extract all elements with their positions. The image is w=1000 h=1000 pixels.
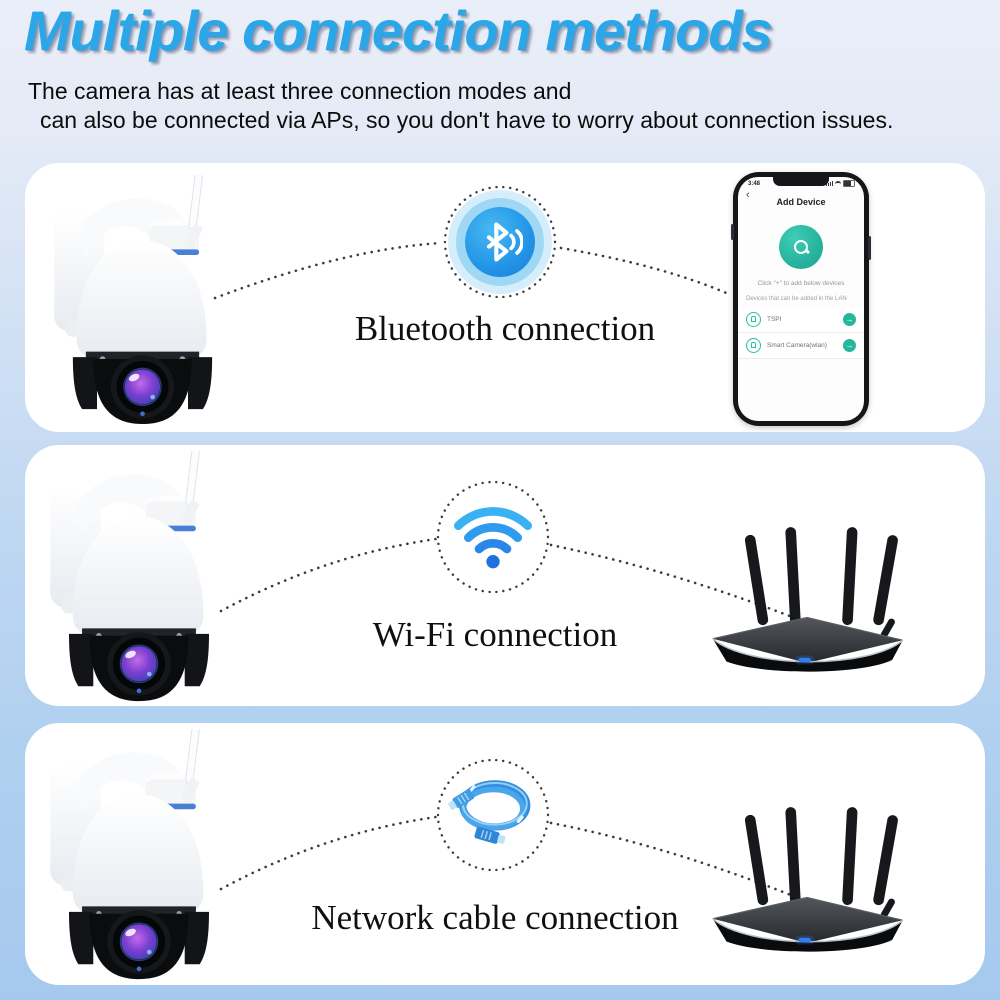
signal-bars-icon: [825, 181, 833, 186]
add-device-hint: Click "+" to add below devices: [757, 280, 845, 287]
search-device-button: [779, 225, 823, 269]
device-name: TSPI: [767, 316, 782, 323]
ptz-camera-image: [49, 729, 210, 980]
subtitle-line-2: can also be connected via APs, so you do…: [40, 107, 894, 133]
phone-volume-button: [731, 224, 734, 240]
wifi-router-image: [712, 806, 904, 953]
phone-screen: 3:48 ‹ Add Device Click "+" to add below…: [738, 177, 864, 421]
app-screen-title: Add Device: [776, 197, 826, 207]
lan-devices-caption: Devices that can be added in the LAN: [746, 296, 847, 302]
phone-status-bar: 3:48: [748, 180, 855, 187]
device-name: Smart Camera(wlan): [767, 342, 827, 349]
network-cable-connection-label: Network cable connection: [311, 898, 679, 937]
add-device-arrow-button: →: [843, 339, 856, 352]
bulb-icon: [746, 338, 761, 353]
bluetooth-connection-label: Bluetooth connection: [354, 309, 656, 348]
device-row: Smart Camera(wlan) →: [738, 333, 864, 359]
phone-notch: [773, 177, 829, 186]
smartphone-image: 3:48 ‹ Add Device Click "+" to add below…: [731, 172, 871, 426]
bulb-icon: [746, 312, 761, 327]
status-time: 3:48: [748, 180, 761, 187]
add-device-arrow-button: →: [843, 313, 856, 326]
device-row: TSPI →: [738, 307, 864, 333]
ptz-camera-image: [49, 451, 210, 702]
wifi-connection-label: Wi-Fi connection: [372, 615, 618, 654]
page-title: Multiple connection methods: [24, 0, 773, 62]
back-chevron-icon: ‹: [746, 189, 750, 201]
phone-power-button: [868, 236, 871, 260]
wifi-router-image: [712, 526, 904, 673]
section-bluetooth: Bluetooth connection 3:48 ‹ Add Device: [25, 163, 985, 432]
ethernet-cable-icon: [439, 767, 549, 863]
section-wifi: Wi-Fi connection: [25, 445, 985, 706]
section-network-cable: Network cable connection: [25, 723, 985, 985]
wifi-status-icon: [835, 180, 841, 187]
wifi-icon: [454, 507, 532, 569]
magnifier-icon: [793, 239, 809, 255]
battery-icon: [843, 180, 855, 187]
ptz-camera-image: [53, 175, 213, 425]
subtitle-line-1: The camera has at least three connection…: [28, 78, 572, 104]
bluetooth-icon: [465, 207, 535, 277]
